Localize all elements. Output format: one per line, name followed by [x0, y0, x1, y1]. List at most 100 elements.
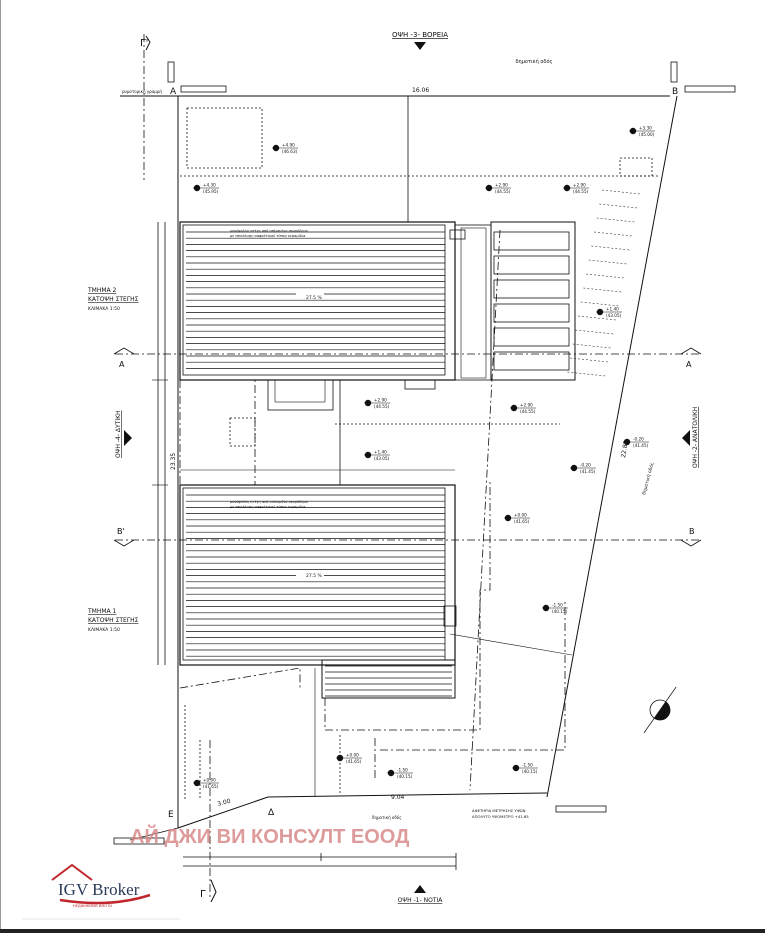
- north-arrow-icon: [643, 686, 677, 734]
- roof-plan-1: [179, 484, 573, 699]
- level-marker: -0.20(41.45): [570, 463, 596, 474]
- roof-plan-2: [179, 221, 576, 390]
- section-d: Δ: [268, 808, 275, 818]
- plan-2-part: ΤΜΗΜΑ 2: [87, 287, 117, 294]
- plan-2-scale: ΚΛΙΜΑΚΑ 1:50: [88, 306, 120, 312]
- level-relative: +2.90: [374, 398, 387, 403]
- stair-core: [179, 229, 560, 791]
- level-relative: +1.40: [374, 450, 387, 455]
- section-a-left: A: [119, 360, 125, 369]
- level-absolute: (44.55): [495, 189, 511, 194]
- east-view-arrow-icon: [682, 430, 690, 446]
- watermark: АЙ ДЖИ ВИ КОНСУЛТ ЕООД: [130, 824, 409, 848]
- section-g: Γ: [200, 889, 206, 900]
- roof-note-line-1-b: μονόφυλλη στέγη από οπλισμένο σκυρόδεμα: [230, 500, 309, 504]
- level-relative: +2.90: [573, 183, 586, 188]
- section-b-right: B: [689, 527, 695, 536]
- section-g-prime: Γ': [140, 38, 148, 49]
- north-view-arrow-icon: [414, 42, 426, 50]
- igv-broker-logo: IGV Broker НЕДВИЖИМИ ИМОТИ: [51, 863, 151, 908]
- level-relative: +3.30: [639, 126, 652, 131]
- level-marker: -1.50(40.15): [512, 763, 538, 774]
- level-absolute: (44.55): [573, 189, 589, 194]
- level-absolute: (40.15): [522, 769, 538, 774]
- level-marker: +0.00(41.65): [504, 513, 530, 524]
- level-absolute: (41.65): [346, 759, 362, 764]
- roof-note-line-2-b: με επικάλυψη ασφαλτικού τύπου κεραμίδια: [230, 505, 306, 509]
- roof-slope-2: 27.5 %: [306, 295, 322, 301]
- level-absolute: (41.45): [580, 469, 596, 474]
- title-west: ΟΨΗ -4- ΔΥΤΙΚΗ: [115, 410, 122, 458]
- ramp-stairs-east: [567, 189, 641, 377]
- plan-1-name: ΚΑΤΟΨΗ ΣΤΕΓΗΣ: [88, 617, 139, 624]
- level-relative: +4.90: [282, 143, 295, 148]
- level-relative: -1.50: [552, 603, 563, 608]
- logo-name: IGV Broker: [58, 880, 140, 899]
- level-absolute: (41.45): [633, 443, 649, 448]
- south-view-arrow-icon: [414, 885, 426, 893]
- street-north-label: δημοτική οδός: [516, 58, 553, 65]
- level-marker: -1.50(40.15): [542, 603, 568, 614]
- roof-note-line-1: μονόφυλλη στέγη από οπλισμένο σκυρόδεμα: [230, 229, 309, 233]
- section-b-prime: B': [117, 527, 125, 536]
- building-line-label: ρυμοτομική γραμμή: [122, 89, 162, 94]
- dimension-west: 23.35: [170, 453, 177, 470]
- title-north: ΟΨΗ -3- ΒΟΡΕΙΑ: [392, 31, 448, 39]
- datum-note-1: ΑΦΕΤΗΡΙΑ ΜΕΤΡΗΣΗΣ ΥΨΩΝ: [472, 808, 526, 813]
- section-b: B: [672, 87, 678, 97]
- street-south-label: δημοτική οδός: [372, 815, 402, 820]
- dimension-east: 22.82: [620, 440, 630, 458]
- page-edge: [0, 0, 1, 933]
- section-a: A: [170, 87, 177, 97]
- level-absolute: (40.15): [397, 774, 413, 779]
- level-relative: +4.30: [203, 183, 216, 188]
- section-arrow-icon: [145, 35, 151, 51]
- bottom-border: [0, 929, 765, 933]
- level-absolute: (43.05): [606, 313, 622, 318]
- level-absolute: (41.65): [203, 784, 219, 789]
- level-marker: +2.90(44.55): [364, 398, 390, 409]
- roof-slope-1: 27.5 %: [306, 573, 322, 579]
- level-marker: +2.90(44.55): [510, 403, 536, 414]
- level-relative: +2.90: [520, 403, 533, 408]
- west-view-arrow-icon: [124, 430, 132, 446]
- level-relative: -1.50: [522, 763, 533, 768]
- level-marker: +1.40(43.05): [596, 307, 622, 318]
- level-marker: +3.30(45.00): [629, 126, 655, 137]
- level-relative: -1.50: [397, 768, 408, 773]
- level-relative: +0.00: [203, 778, 216, 783]
- plan-1-scale: ΚΛΙΜΑΚΑ 1:50: [88, 627, 120, 633]
- west-dimensions: [152, 222, 168, 665]
- south-dimension-chain: [183, 853, 457, 870]
- roof-logo-icon: [51, 863, 93, 881]
- level-marker: +2.90(44.55): [485, 183, 511, 194]
- level-absolute: (44.55): [520, 409, 536, 414]
- level-marker: +0.00(41.65): [193, 778, 219, 789]
- title-east: ΟΨΗ -2- ΑΝΑΤΟΛΙΚΗ: [692, 407, 699, 468]
- dimension-southwest: 3.00: [217, 798, 232, 808]
- level-relative: +2.90: [495, 183, 508, 188]
- level-relative: -0.20: [580, 463, 591, 468]
- level-absolute: (40.15): [552, 609, 568, 614]
- level-absolute: (45.95): [203, 189, 219, 194]
- level-marker: +0.00(41.65): [336, 753, 362, 764]
- roof-note-line-2: με επικάλυψη ασφαλτικού τύπου κεραμίδια: [230, 234, 306, 238]
- level-marker: +4.30(45.95): [193, 183, 219, 194]
- plan-1-part: ΤΜΗΜΑ 1: [87, 608, 117, 615]
- level-markers: +4.90(46.63) +3.30(45.00) +4.30(45.95) +2.9…: [193, 126, 655, 789]
- level-absolute: (43.05): [374, 456, 390, 461]
- level-marker: -1.50(40.15): [387, 768, 413, 779]
- dimension-south: 9.04: [391, 794, 405, 801]
- level-marker: +4.90(46.63): [272, 143, 298, 154]
- level-absolute: (45.00): [639, 132, 655, 137]
- section-a-right: A: [686, 360, 692, 369]
- title-south: ΟΨΗ -1- ΝΟΤΙΑ: [398, 897, 444, 904]
- level-relative: -0.20: [633, 437, 644, 442]
- level-marker: +1.40(43.05): [364, 450, 390, 461]
- datum-note-2: ΑΠΟΛΥΤΟ ΥΨΟΜΕΤΡΟ +41.65: [472, 814, 529, 819]
- level-absolute: (46.63): [282, 149, 298, 154]
- dimension-north: 16.06: [412, 87, 429, 94]
- level-marker: -0.20(41.45): [623, 437, 649, 448]
- section-arrow-icon: [210, 879, 217, 903]
